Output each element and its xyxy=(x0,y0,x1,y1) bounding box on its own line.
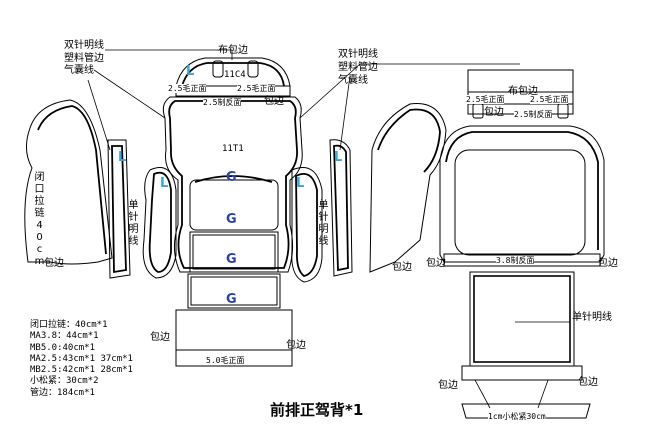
note-line: MA2.5:43cm*1 37cm*1 xyxy=(30,353,133,364)
drawing-title: 前排正驾背*1 xyxy=(270,401,364,419)
label-binding-center-right: 包边 xyxy=(286,340,306,351)
label-single-stitch-left: 单针明线 xyxy=(128,200,139,247)
label-rear-single-stitch: 单针明线 xyxy=(572,312,612,323)
right-wing-piece xyxy=(329,103,447,277)
rear-lower-panel xyxy=(461,271,583,381)
label-rear-2-5-face-right: 2.5毛正面 xyxy=(530,95,569,104)
mark-l-left-gusset: L xyxy=(160,176,169,191)
label-rear-2-5-face-left: 2.5毛正面 xyxy=(466,95,505,104)
label-zipper-vertical: 闭口拉链40cm xyxy=(34,172,45,267)
note-line: 闭口拉链：40cm*1 xyxy=(30,320,108,330)
label-elastic-30cm: 1cm小松紧30cm xyxy=(488,412,546,421)
label-rear-cloth-binding: 布包边 xyxy=(508,86,538,97)
label-binding-rear-left: 包边 xyxy=(426,258,446,269)
label-single-stitch-right: 单针明线 xyxy=(318,200,329,247)
label-airbag-line-left: 气囊线 xyxy=(64,65,94,76)
note-line: MA3.8：44cm*1 xyxy=(30,331,99,342)
label-2-5-face-left: 2.5毛正面 xyxy=(168,84,207,93)
label-rear-binding-bl: 包边 xyxy=(438,380,458,391)
label-plastic-piping-right: 塑料管边 xyxy=(338,62,378,73)
leader-lines xyxy=(87,49,570,409)
label-rear-2-5-reverse: 2.5制反面 xyxy=(514,110,553,119)
note-line: 管边：184cm*1 xyxy=(30,387,95,398)
label-part-11c4: 11C4 xyxy=(224,70,246,80)
label-rear-3-8-reverse: 3.8制反面 xyxy=(496,256,535,265)
mark-l-right-strip: L xyxy=(334,150,343,165)
label-double-stitch-left: 双针明线 xyxy=(64,40,104,51)
back-main-panel xyxy=(162,96,303,309)
label-5-0-face: 5.0毛正面 xyxy=(206,356,245,365)
mark-l-top: L xyxy=(186,64,195,79)
label-cloth-binding-top: 布包边 xyxy=(218,45,248,56)
right-gusset-piece xyxy=(291,167,323,283)
mark-g-1: G xyxy=(226,170,237,185)
label-2-5-face-right: 2.5毛正面 xyxy=(237,84,276,93)
label-binding-mid-right: 包边 xyxy=(392,262,412,273)
label-part-11t1: 11T1 xyxy=(222,144,244,154)
left-wing-piece xyxy=(24,99,131,279)
mark-g-2: G xyxy=(226,212,237,227)
left-gusset-piece xyxy=(142,167,177,279)
label-2-5-reverse: 2.5制反面 xyxy=(203,98,242,107)
skirt-piece xyxy=(175,309,293,367)
label-binding-center-left: 包边 xyxy=(150,332,170,343)
mark-l-right-gusset: L xyxy=(296,176,305,191)
rear-main-panel xyxy=(439,125,605,267)
label-double-stitch-right: 双针明线 xyxy=(338,49,378,60)
label-binding-rear-right: 包边 xyxy=(598,258,618,269)
note-line: MB5.0:40cm*1 xyxy=(30,342,96,353)
note-line: MB2.5:42cm*1 28cm*1 xyxy=(30,365,133,376)
mark-g-4: G xyxy=(226,292,237,307)
note-line: 小松紧：30cm*2 xyxy=(30,376,99,387)
label-binding-left: 包边 xyxy=(44,258,64,269)
label-rear-binding-br: 包边 xyxy=(578,377,598,388)
label-plastic-piping-left: 塑料管边 xyxy=(64,53,104,64)
elastic-strip xyxy=(461,403,591,419)
label-rear-binding-small: 包边 xyxy=(484,107,504,118)
mark-g-3: G xyxy=(226,252,237,267)
mark-l-left-strip: L xyxy=(118,150,127,165)
label-airbag-line-right: 气囊线 xyxy=(338,75,368,86)
label-binding-top: 包边 xyxy=(264,96,284,107)
material-notes: 闭口拉链：40cm*1 MA3.8：44cm*1 MB5.0:40cm*1 MA… xyxy=(30,320,133,399)
